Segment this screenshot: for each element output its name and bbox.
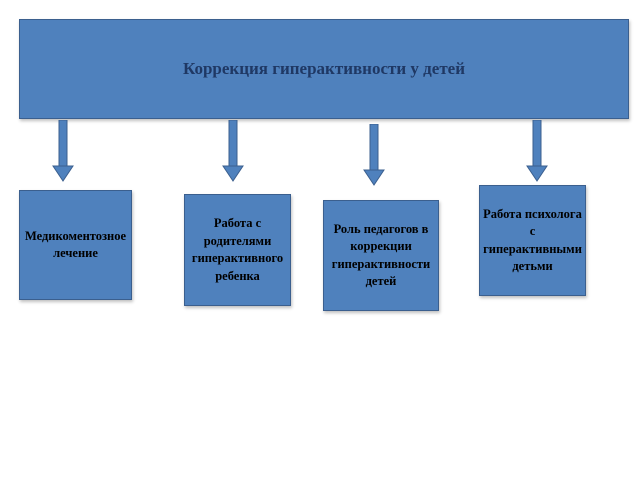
item-label: Роль педагогов в коррекции гиперактивнос… (331, 221, 431, 289)
item-box-psychologist: Работа психолога с гиперактивными детьми (479, 185, 586, 296)
item-box-parents: Работа с родителями гиперактивного ребен… (184, 194, 291, 306)
item-label: Работа психолога с гиперактивными детьми (483, 206, 582, 274)
diagram-title: Коррекция гиперактивности у детей (182, 59, 466, 78)
down-arrow-icon (52, 120, 74, 182)
item-box-medication: Медикоментозное лечение (19, 190, 132, 300)
down-arrow-icon (222, 120, 244, 182)
item-box-teachers: Роль педагогов в коррекции гиперактивнос… (323, 200, 439, 311)
item-label: Работа с родителями гиперактивного ребен… (191, 216, 284, 283)
item-label: Медикоментозное лечение (24, 228, 127, 261)
down-arrow-icon (526, 120, 548, 182)
diagram-title-box: Коррекция гиперактивности у детей (19, 19, 629, 119)
down-arrow-icon (363, 124, 385, 186)
